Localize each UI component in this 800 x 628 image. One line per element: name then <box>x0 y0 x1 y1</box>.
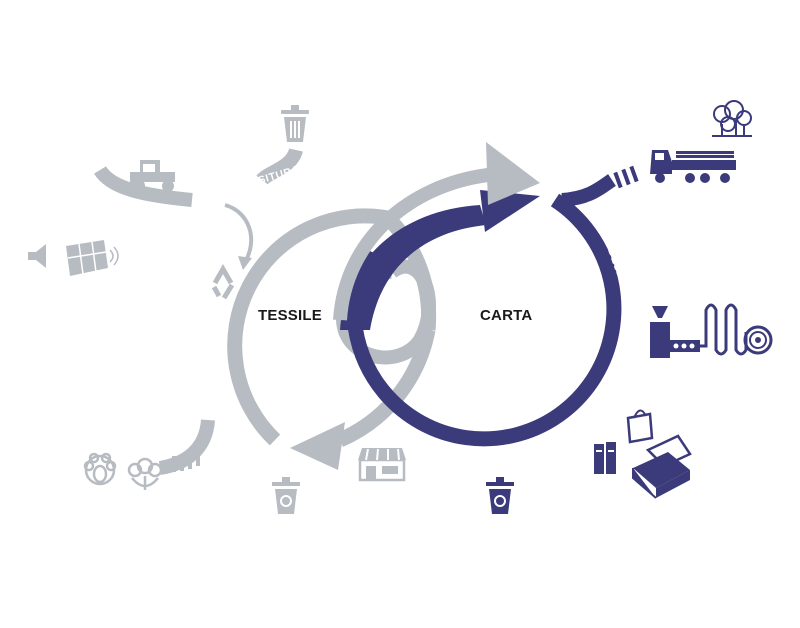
textile-arrow-head <box>290 422 345 470</box>
textile-internal-arrow <box>224 203 254 264</box>
textile-branch-stripes <box>172 450 200 472</box>
stage-label-filatura: FILATURA <box>170 213 206 269</box>
trash-bin-recycle-icon-paper <box>486 477 514 514</box>
stage-label-cardatura: CARDATURA <box>158 278 177 351</box>
paper-branch-stripes <box>613 165 639 189</box>
trash-bin-icon <box>281 105 309 142</box>
cotton-flower-icon <box>127 457 163 490</box>
road-roller-icon <box>129 160 175 194</box>
textile-cycle: TESSITURA FILATURA CARDATURA TESSILE <box>94 147 437 475</box>
recycle-icon <box>211 263 235 300</box>
textile-branch-left <box>158 419 215 475</box>
loudspeaker-solar-panel-icon <box>28 240 119 276</box>
textile-ring <box>227 208 390 446</box>
textile-branch-top <box>256 147 303 186</box>
trees-icon <box>712 100 752 137</box>
textile-top-arrow-body <box>333 168 489 321</box>
textile-top-arrow-head <box>486 142 540 205</box>
trash-bin-recycle-icon-textile <box>272 477 300 514</box>
paper-arrow-body <box>340 205 486 330</box>
textile-cycle-name: TESSILE <box>258 307 322 324</box>
paper-machine-icon <box>650 303 773 358</box>
sheep-icon <box>83 452 117 486</box>
paper-cycle-name: CARTA <box>480 307 532 324</box>
shop-icon <box>358 448 406 482</box>
log-truck-icon <box>650 150 736 183</box>
paper-ring <box>346 193 622 447</box>
books-bags-boxes-icon <box>594 409 692 499</box>
paper-cycle: DESIGN CARTA <box>333 142 639 447</box>
textile-internal-arrow-head <box>238 256 252 270</box>
paper-branch-top <box>561 174 616 207</box>
